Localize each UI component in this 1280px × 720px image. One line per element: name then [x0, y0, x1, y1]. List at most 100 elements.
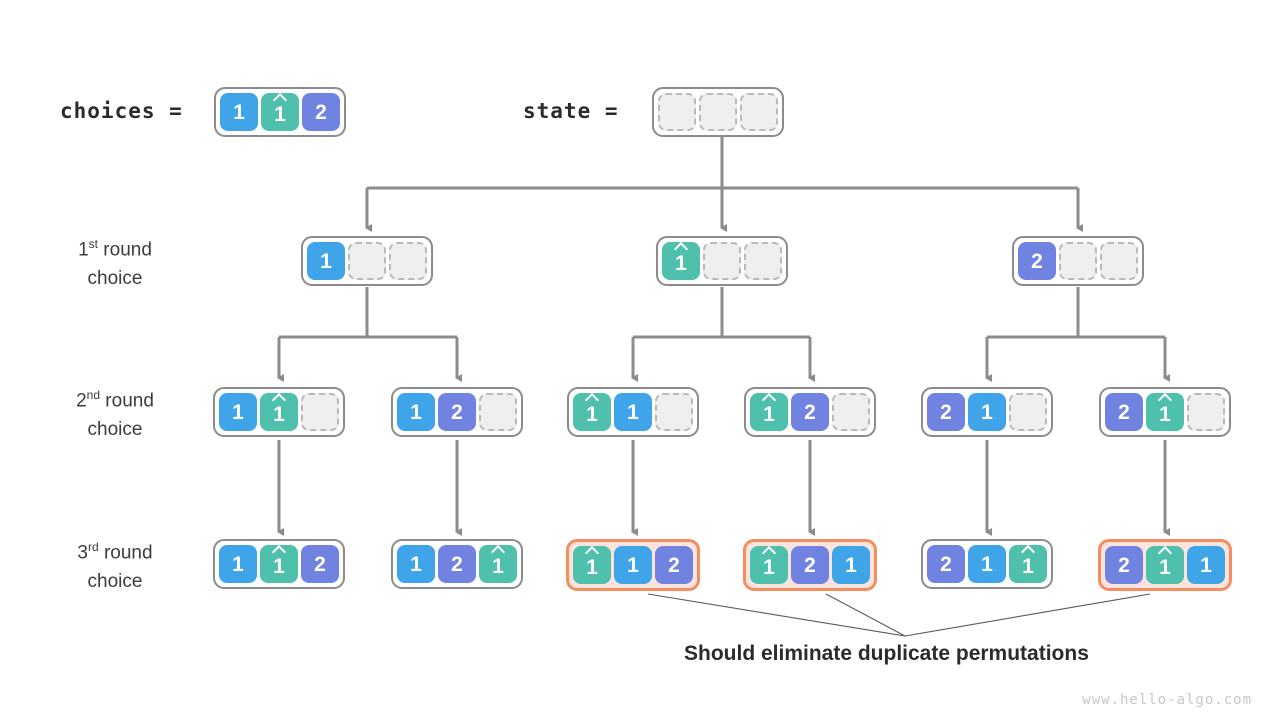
tree-node: 1 1 2: [213, 539, 345, 589]
slot-empty: [348, 242, 386, 280]
slot-empty: [1187, 393, 1225, 431]
slot-value: 1: [1146, 393, 1184, 431]
row-label-round-1: 1st round choice: [40, 235, 190, 293]
slot-label: 1: [845, 553, 857, 577]
slot-label: 1: [273, 402, 285, 426]
row-label-round-3: 3rd round choice: [40, 538, 190, 596]
slot-label: 2: [314, 552, 326, 576]
row-3-suffix: rd: [88, 540, 99, 554]
slot-empty: [1009, 393, 1047, 431]
slot-value: 1: [479, 545, 517, 583]
slot-value: 1: [219, 545, 257, 583]
slot-value: 1: [260, 545, 298, 583]
slot-value: 2: [927, 545, 965, 583]
slot-label: 2: [315, 100, 327, 124]
slot-label: 1: [274, 102, 286, 126]
slot-label: 1: [232, 552, 244, 576]
slot-empty: [389, 242, 427, 280]
slot-value: 1: [832, 546, 870, 584]
slot-label: 1: [586, 402, 598, 426]
slot-label: 2: [1118, 553, 1130, 577]
slot-value: 1: [260, 393, 298, 431]
row-3-ordinal: 3: [77, 542, 88, 564]
slot-label: 1: [981, 552, 993, 576]
slot-value: 1: [573, 546, 611, 584]
row-1-suffix: st: [88, 237, 99, 251]
slot-value: 1: [614, 393, 652, 431]
slot-label: 1: [410, 400, 422, 424]
slot-value: 2: [655, 546, 693, 584]
slot-empty: [1100, 242, 1138, 280]
slot-empty: [699, 93, 737, 131]
slot-empty: [744, 242, 782, 280]
slot-value: 2: [438, 393, 476, 431]
slot-label: 1: [492, 554, 504, 578]
slot-value: 1: [1009, 545, 1047, 583]
slot-value: 1: [397, 393, 435, 431]
slot-empty: [832, 393, 870, 431]
slot-label: 2: [1118, 400, 1130, 424]
slot-label: 2: [804, 400, 816, 424]
state-array: [652, 87, 784, 137]
slot-value: 1: [968, 393, 1006, 431]
slot-label: 1: [1159, 402, 1171, 426]
slot-value: 1: [968, 545, 1006, 583]
tree-node: 1 2 1: [391, 539, 523, 589]
slot-label: 1: [1159, 555, 1171, 579]
row-2-word: round: [105, 390, 154, 412]
slot-empty: [1059, 242, 1097, 280]
slot-empty: [658, 93, 696, 131]
slot-value: 2: [1105, 546, 1143, 584]
slot-value: 1: [750, 393, 788, 431]
slot-value: 1: [261, 93, 299, 131]
slot-value: 2: [438, 545, 476, 583]
tree-node: 2 1 1: [921, 539, 1053, 589]
watermark: www.hello-algo.com: [1082, 692, 1252, 708]
choices-label: choices =: [60, 99, 183, 123]
slot-label: 1: [1022, 554, 1034, 578]
slot-label: 1: [1200, 553, 1212, 577]
slot-value: 1: [219, 393, 257, 431]
slot-value: 2: [791, 546, 829, 584]
row-2-ordinal: 2: [76, 390, 87, 412]
slot-label: 1: [410, 552, 422, 576]
slot-value: 1: [573, 393, 611, 431]
slot-label: 1: [320, 249, 332, 273]
slot-label: 1: [273, 554, 285, 578]
slot-label: 2: [451, 552, 463, 576]
slot-value: 1: [1187, 546, 1225, 584]
row-2-line2: choice: [87, 418, 143, 440]
slot-empty: [703, 242, 741, 280]
slot-label: 1: [627, 400, 639, 424]
row-1-ordinal: 1: [78, 239, 89, 261]
caption-text: Should eliminate duplicate permutations: [684, 642, 1089, 665]
slot-empty: [740, 93, 778, 131]
slot-label: 1: [586, 555, 598, 579]
row-label-round-2: 2nd round choice: [40, 386, 190, 444]
slot-label: 1: [981, 400, 993, 424]
row-1-line2: choice: [87, 267, 143, 289]
slot-label: 2: [940, 552, 952, 576]
slot-value: 2: [1018, 242, 1056, 280]
slot-label: 1: [763, 402, 775, 426]
slot-empty: [301, 393, 339, 431]
row-2-suffix: nd: [86, 388, 101, 402]
slot-value: 1: [750, 546, 788, 584]
slot-value: 2: [301, 545, 339, 583]
slot-value: 1: [220, 93, 258, 131]
slot-value: 2: [302, 93, 340, 131]
tree-node: 1: [656, 236, 788, 286]
tree-node-duplicate: 2 1 1: [1098, 539, 1232, 591]
state-label: state =: [523, 99, 619, 123]
slot-value: 1: [614, 546, 652, 584]
tree-node: 2: [1012, 236, 1144, 286]
